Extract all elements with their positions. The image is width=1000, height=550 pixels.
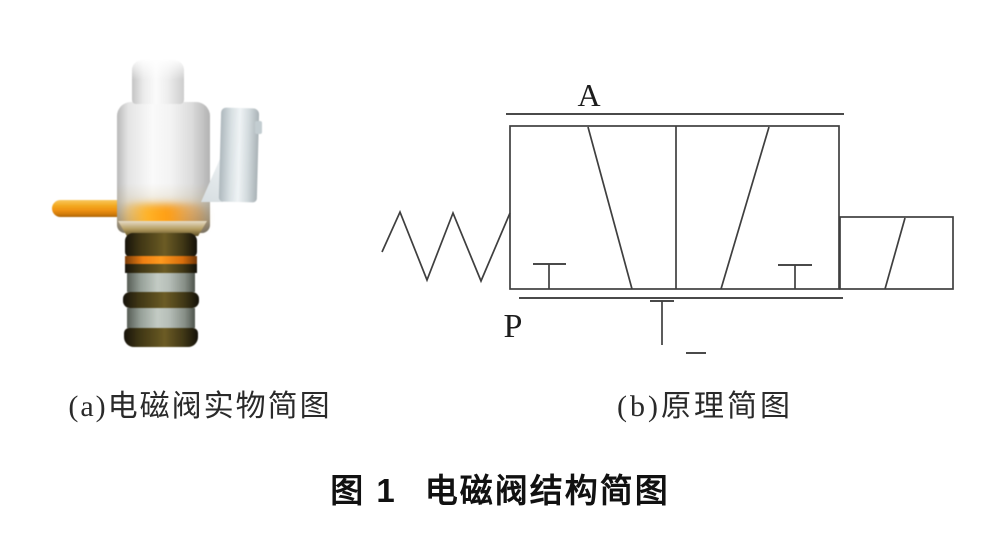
spring-symbol bbox=[381, 209, 511, 284]
valve-envelope bbox=[509, 125, 840, 290]
valve-spool-band bbox=[127, 273, 195, 292]
flow-path-right bbox=[720, 126, 770, 290]
valve-skirt bbox=[118, 221, 207, 236]
figure-title: 电磁阀结构简图 bbox=[424, 472, 670, 509]
valve-spool-band bbox=[127, 308, 195, 328]
valve-seal-ring bbox=[125, 233, 197, 257]
valve-seal-ring bbox=[123, 292, 199, 308]
flow-path-left bbox=[587, 126, 633, 290]
valve-terminal-pin bbox=[52, 200, 127, 217]
panel-b-caption: (b)原理简图 bbox=[617, 390, 793, 423]
valve-seal-ring bbox=[125, 264, 197, 273]
figure-number: 图 1 bbox=[330, 472, 397, 509]
port-p-label: P bbox=[504, 308, 523, 345]
valve-top-cap bbox=[132, 60, 184, 104]
valve-seal-ring bbox=[124, 328, 198, 347]
port-a-label: A bbox=[577, 77, 600, 113]
solenoid-box bbox=[839, 216, 954, 290]
valve-connector-bump bbox=[255, 121, 262, 134]
solenoid-diagonal bbox=[884, 217, 906, 290]
figure-caption: 图 1 电磁阀结构简图 bbox=[0, 464, 1000, 512]
valve-orange-stripe bbox=[125, 256, 197, 264]
panel-a-caption: (a)电磁阀实物简图 bbox=[68, 390, 332, 423]
